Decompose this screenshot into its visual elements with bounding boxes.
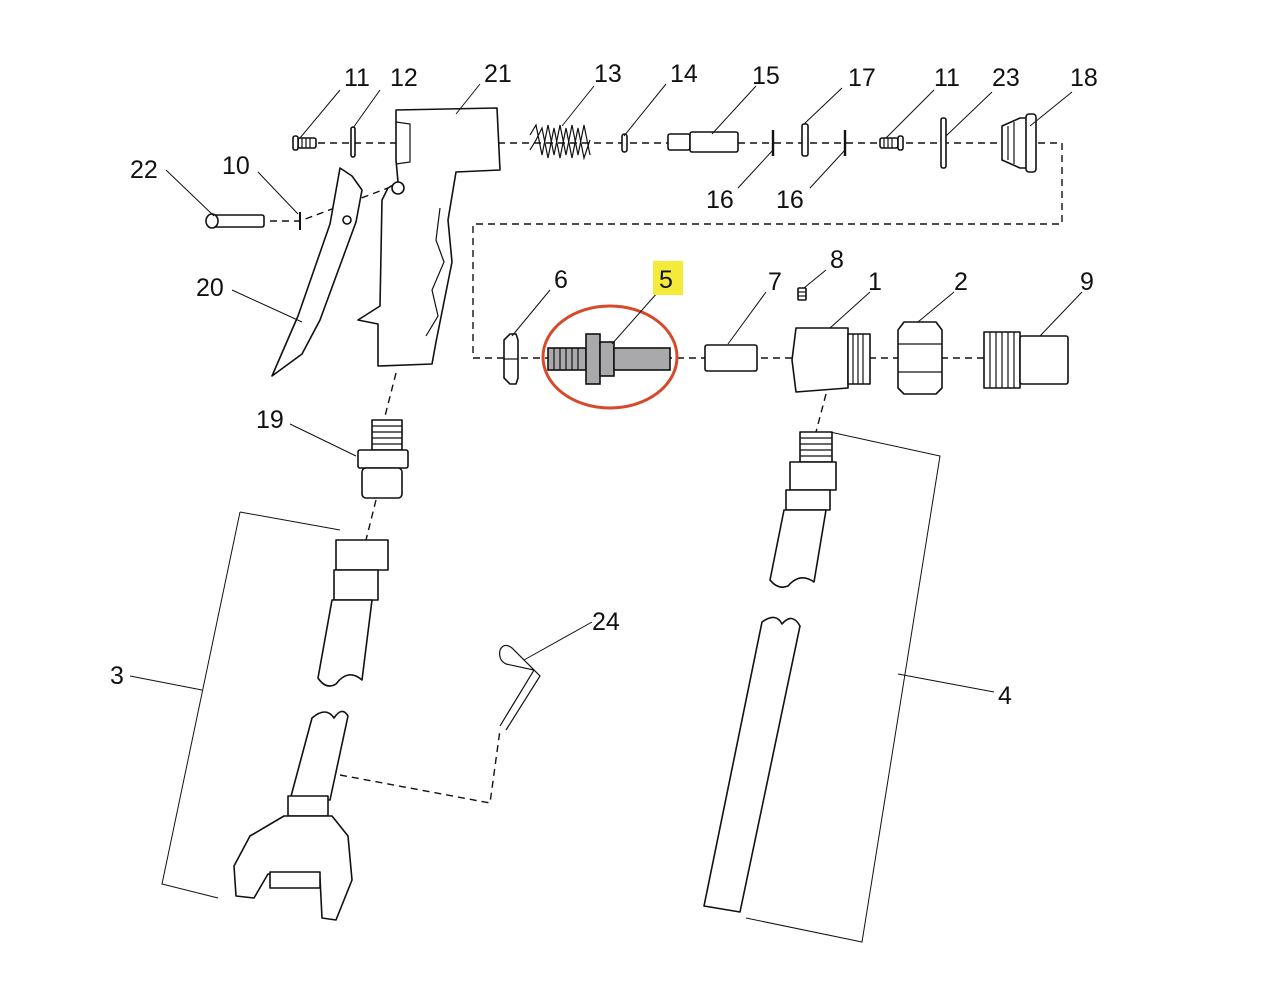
callout-2[interactable]: 2 [954,268,968,296]
part-7-sleeve[interactable] [704,344,758,372]
callout-13[interactable]: 13 [594,60,622,88]
part-17-washer[interactable] [801,123,809,157]
callout-5-highlight [653,261,683,295]
part-13-spring[interactable] [529,123,591,161]
part-22-pin[interactable] [205,213,265,229]
callout-12[interactable]: 12 [390,64,418,92]
callout-16-left[interactable]: 16 [706,186,734,214]
callout-11-left[interactable]: 11 [344,64,370,92]
callout-6[interactable]: 6 [554,266,568,294]
part-5-fitting[interactable] [547,333,671,385]
callout-9[interactable]: 9 [1080,268,1094,296]
bracket-4 [745,431,941,943]
part-18-cap[interactable] [1001,113,1037,173]
highlight-circle [541,304,679,410]
callout-18[interactable]: 18 [1070,64,1098,92]
callout-1[interactable]: 1 [868,268,882,296]
part-15-pin[interactable] [667,131,739,153]
part-11-screw-right[interactable] [879,135,904,151]
part-19-nipple[interactable] [357,419,409,499]
part-23-gasket[interactable] [940,117,947,169]
bracket-3 [161,511,341,899]
part-6-nut[interactable] [503,333,519,385]
callout-labels: 11 12 21 13 14 15 17 11 23 18 16 16 22 1… [110,60,1098,710]
callout-7[interactable]: 7 [768,268,782,296]
callout-19[interactable]: 19 [256,406,284,434]
part-8-setscrew[interactable] [797,287,807,301]
part-14-ring[interactable] [621,133,628,153]
callout-23[interactable]: 23 [992,64,1020,92]
part-2-nut[interactable] [897,321,943,395]
callout-21[interactable]: 21 [484,60,512,88]
part-12-ring[interactable] [350,126,356,158]
callout-5[interactable]: 5 [659,266,673,294]
callout-8[interactable]: 8 [830,246,844,274]
part-21-gun-body[interactable] [357,107,501,367]
callout-17[interactable]: 17 [848,64,876,92]
part-9-adapter[interactable] [983,331,1069,389]
callout-10[interactable]: 10 [222,152,250,180]
part-1-body[interactable] [791,327,871,393]
callout-16-right[interactable]: 16 [776,186,804,214]
leader-lines [129,83,1083,693]
part-20-trigger[interactable] [271,167,363,377]
callout-14[interactable]: 14 [670,60,698,88]
part-11-screw-left[interactable] [292,135,317,151]
callout-11-right[interactable]: 11 [934,64,960,92]
part-24-cotter-pin[interactable] [499,644,541,731]
callout-4[interactable]: 4 [998,682,1012,710]
hose-right-assembly[interactable] [703,431,837,913]
callout-24[interactable]: 24 [592,608,620,636]
callout-22[interactable]: 22 [130,156,158,184]
callout-20[interactable]: 20 [196,274,224,302]
callout-15[interactable]: 15 [752,62,780,90]
callout-3[interactable]: 3 [110,662,124,690]
hose-left-assembly[interactable] [233,539,389,921]
